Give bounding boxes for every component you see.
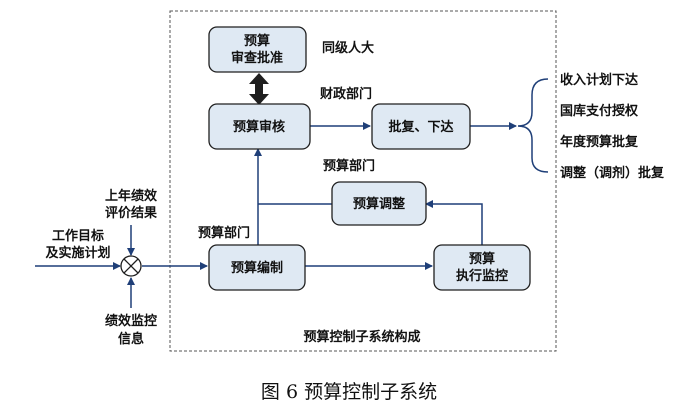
adjust-box-label: 预算调整 <box>353 196 406 212</box>
output-item: 国库支付授权 <box>560 103 639 119</box>
eval-label-line2: 评价结果 <box>105 205 157 221</box>
output-item: 年度预算批复 <box>560 134 639 150</box>
monitor-box-line1: 预算 <box>469 251 495 267</box>
approve-review-double-arrow <box>249 73 269 105</box>
monitor-box-line2: 执行监控 <box>456 268 508 284</box>
figure-caption: 图 6 预算控制子系统 <box>261 381 437 403</box>
eval-label-line1: 上年绩效 <box>105 188 158 204</box>
monitor-to-adjust-arrow <box>425 200 483 245</box>
compile-box-label: 预算编制 <box>231 260 283 276</box>
monitor-box: 预算 执行监控 <box>433 244 531 291</box>
circle-cross-icon <box>120 255 142 277</box>
congress-label: 同级人大 <box>322 40 374 56</box>
review-box: 预算审核 <box>208 103 311 150</box>
connectors <box>35 78 549 308</box>
output-item: 收入计划下达 <box>560 72 638 88</box>
outputs-bracket <box>517 78 549 173</box>
issue-box: 批复、下达 <box>371 103 471 150</box>
output-item: 调整（调剂）批复 <box>560 165 665 181</box>
subsystem-label: 预算控制子系统构成 <box>303 329 420 345</box>
approve-box: 预算 审查批准 <box>208 26 307 73</box>
adjust-box: 预算调整 <box>331 181 427 226</box>
goals-label-line2: 及实施计划 <box>45 245 110 261</box>
issue-box-label: 批复、下达 <box>388 119 453 135</box>
compile-box: 预算编制 <box>208 244 306 291</box>
finance-dept-label: 财政部门 <box>320 86 372 102</box>
budget-dept-lower-label: 预算部门 <box>198 225 250 241</box>
approve-box-line2: 审查批准 <box>231 50 283 66</box>
review-box-label: 预算审核 <box>233 119 285 135</box>
subsystem-frame <box>169 10 557 352</box>
budget-dept-upper-label: 预算部门 <box>323 158 375 174</box>
goals-label-line1: 工作目标 <box>52 228 104 244</box>
monitor-info-label-line2: 信息 <box>118 331 144 347</box>
monitor-info-label-line1: 绩效监控 <box>105 313 157 329</box>
approve-box-line1: 预算 <box>244 33 270 49</box>
